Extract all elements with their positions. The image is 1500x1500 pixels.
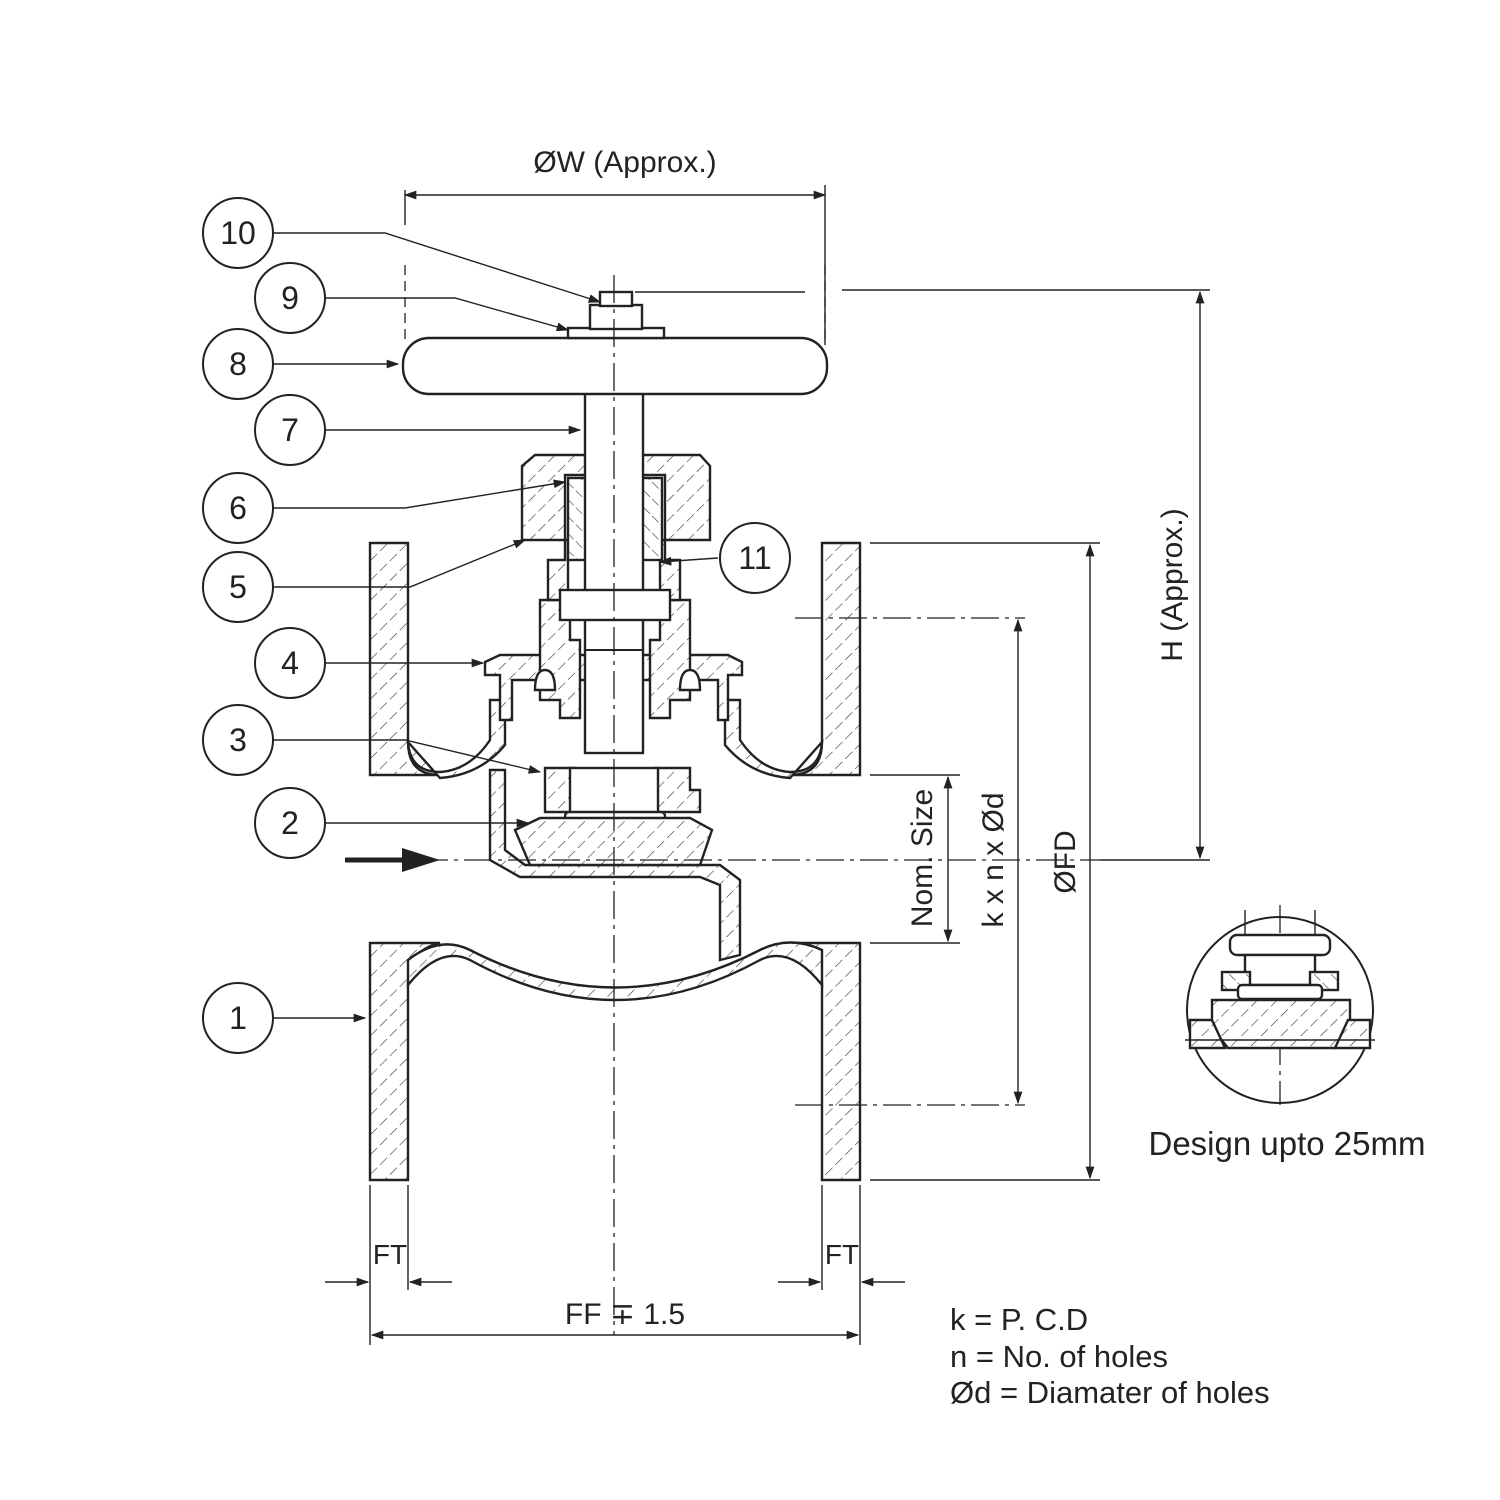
balloon-2: 2: [254, 787, 326, 859]
detail-view: [1185, 905, 1375, 1105]
balloon-6-label: 6: [229, 490, 247, 526]
balloon-8-label: 8: [229, 346, 247, 382]
balloon-4-label: 4: [281, 645, 299, 681]
balloon-5-label: 5: [229, 569, 247, 605]
balloon-11: 11: [719, 522, 791, 594]
balloon-9-label: 9: [281, 280, 299, 316]
dimension-lines: [325, 185, 1210, 1345]
balloon-1: 1: [202, 982, 274, 1054]
balloon-4: 4: [254, 627, 326, 699]
dim-label-ft-left: FT: [373, 1239, 407, 1270]
balloon-9: 9: [254, 262, 326, 334]
balloon-leaders: [274, 232, 719, 1023]
balloon-6: 6: [202, 472, 274, 544]
detail-caption: Design upto 25mm: [1149, 1125, 1426, 1162]
balloon-10: 10: [202, 197, 274, 269]
dim-label-nom-size: Nom. Size: [906, 789, 939, 927]
balloon-7: 7: [254, 394, 326, 466]
center-lines: [404, 265, 1100, 1335]
dim-label-fd: ØFD: [1049, 830, 1082, 893]
balloon-10-label: 10: [220, 215, 256, 251]
legend-line-n: n = No. of holes: [950, 1339, 1168, 1374]
dim-label-w: ØW (Approx.): [533, 146, 716, 179]
balloon-3: 3: [202, 704, 274, 776]
legend-line-d: Ød = Diamater of holes: [950, 1375, 1270, 1410]
balloon-5: 5: [202, 551, 274, 623]
handwheel: [401, 290, 829, 396]
flow-direction-arrow: [345, 848, 440, 872]
balloon-8: 8: [202, 328, 274, 400]
balloon-2-label: 2: [281, 805, 299, 841]
balloon-1-label: 1: [229, 1000, 247, 1036]
dim-label-ft-right: FT: [825, 1239, 859, 1270]
balloon-3-label: 3: [229, 722, 247, 758]
dim-label-ff: FF ∓ 1.5: [565, 1298, 685, 1331]
legend-line-k: k = P. C.D: [950, 1302, 1088, 1337]
dim-label-k: k x n x Ød: [977, 792, 1010, 927]
balloon-7-label: 7: [281, 412, 299, 448]
dim-label-h: H (Approx.): [1156, 508, 1189, 661]
legend: k = P. C.D n = No. of holes Ød = Diamate…: [950, 1302, 1270, 1410]
balloon-11-label: 11: [738, 540, 771, 576]
